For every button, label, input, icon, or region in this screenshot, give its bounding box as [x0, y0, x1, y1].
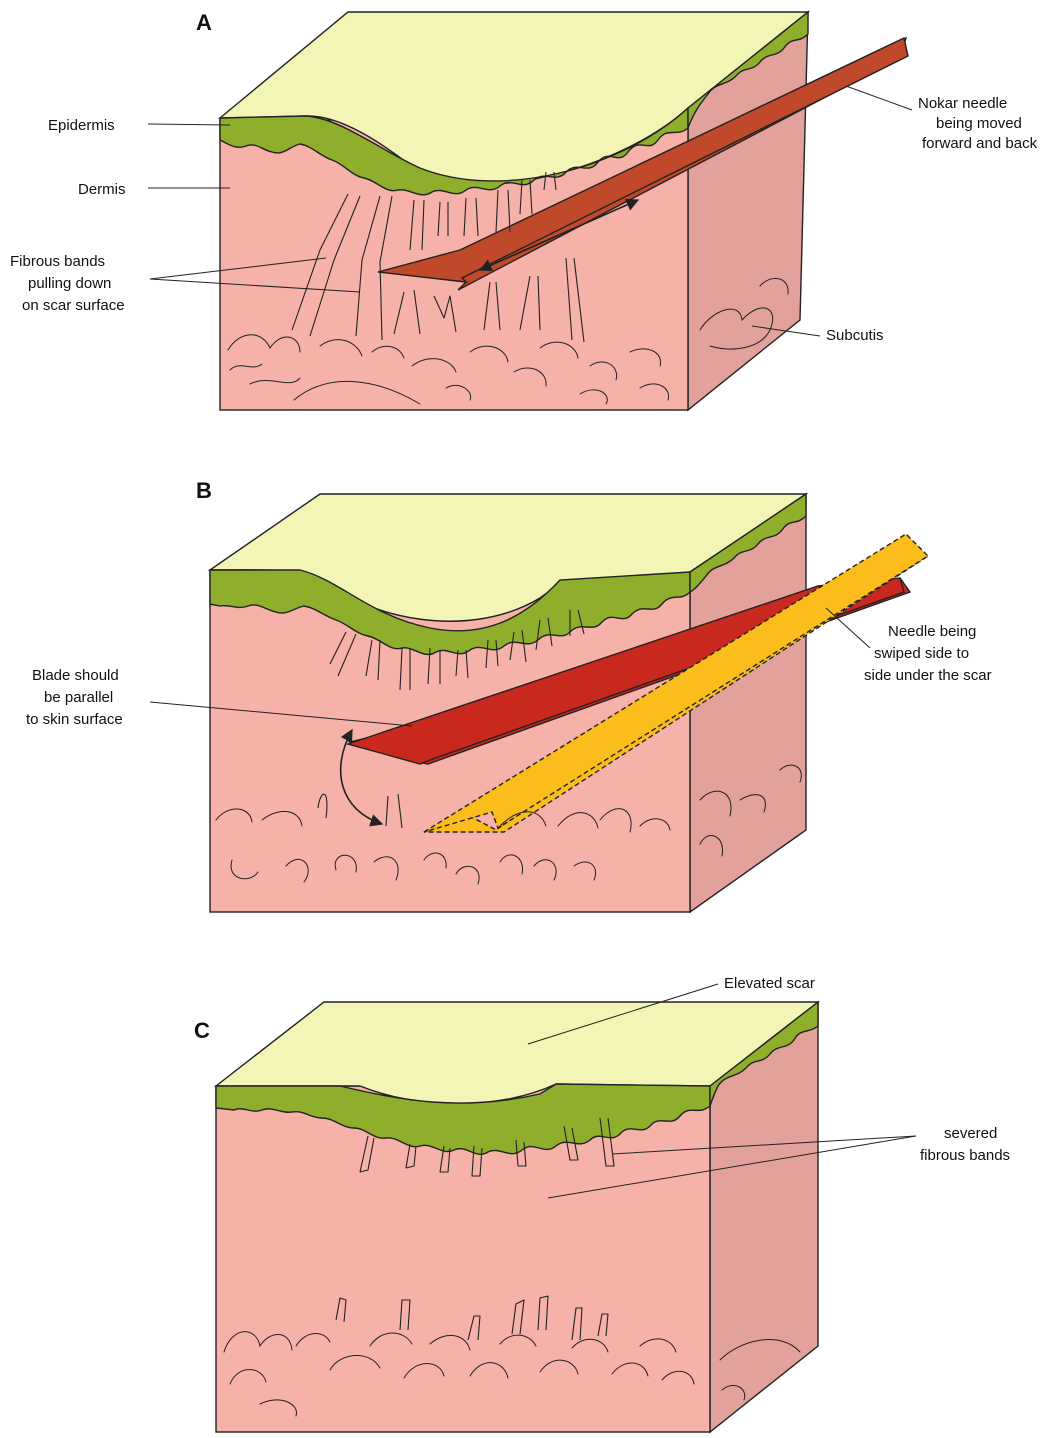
panel-a-letter: A	[196, 10, 212, 35]
panel-a: A	[10, 10, 1038, 410]
label-elevated-scar: Elevated scar	[724, 975, 815, 992]
panel-c-letter: C	[194, 1018, 210, 1043]
label-needle-b-1: Needle being	[888, 623, 976, 640]
label-blade-1: Blade should	[32, 667, 119, 684]
label-needle-b-3: side under the scar	[864, 667, 992, 684]
label-needle-a-2: being moved	[936, 115, 1022, 132]
label-needle-b-2: swiped side to	[874, 645, 969, 662]
label-severed-2: fibrous bands	[920, 1147, 1010, 1164]
label-fibrous-bands-1: Fibrous bands	[10, 253, 105, 270]
label-blade-3: to skin surface	[26, 711, 123, 728]
label-blade-2: be parallel	[44, 689, 113, 706]
label-needle-a-1: Nokar needle	[918, 95, 1007, 112]
label-fibrous-bands-3: on scar surface	[22, 297, 125, 314]
panel-b: B	[26, 478, 992, 912]
label-severed-1: severed	[944, 1125, 997, 1142]
label-epidermis: Epidermis	[48, 117, 115, 134]
label-needle-a-3: forward and back	[922, 135, 1038, 152]
panel-c: C	[194, 975, 1010, 1432]
label-dermis: Dermis	[78, 181, 126, 198]
label-fibrous-bands-2: pulling down	[28, 275, 111, 292]
panel-b-letter: B	[196, 478, 212, 503]
label-subcutis: Subcutis	[826, 327, 884, 344]
